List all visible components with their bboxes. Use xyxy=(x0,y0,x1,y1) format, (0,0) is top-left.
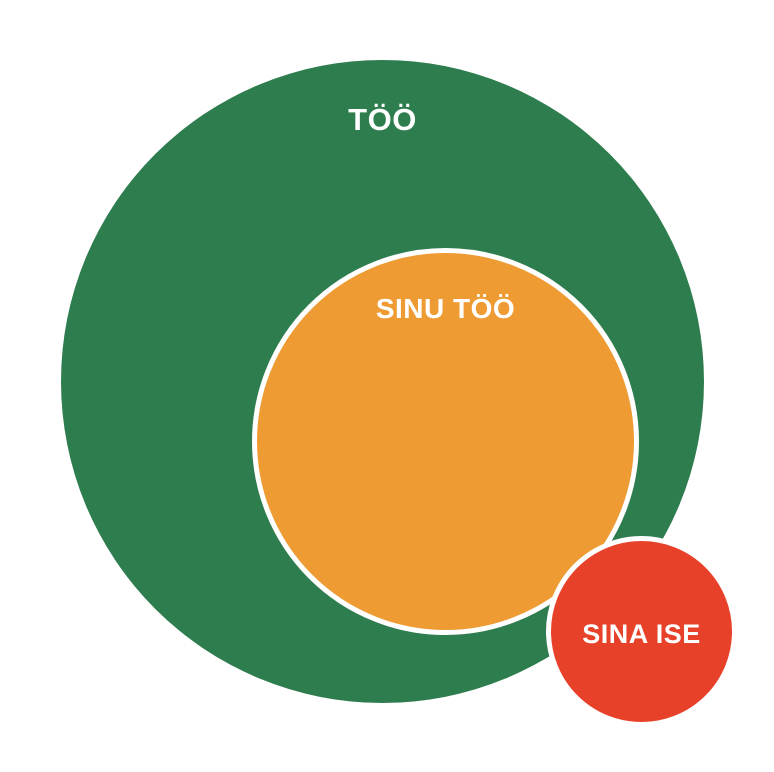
outer-ring-label: TÖÖ xyxy=(348,102,417,137)
inner-ring-yourself[interactable]: SINA ISE xyxy=(546,536,737,727)
middle-ring-your-work[interactable]: SINU TÖÖ SINA ISE xyxy=(252,248,737,727)
inner-ring-label: SINA ISE xyxy=(582,619,701,649)
middle-ring-label: SINU TÖÖ xyxy=(375,293,516,324)
outer-ring-work[interactable]: TÖÖ SINU TÖÖ SINA ISE xyxy=(61,60,737,727)
